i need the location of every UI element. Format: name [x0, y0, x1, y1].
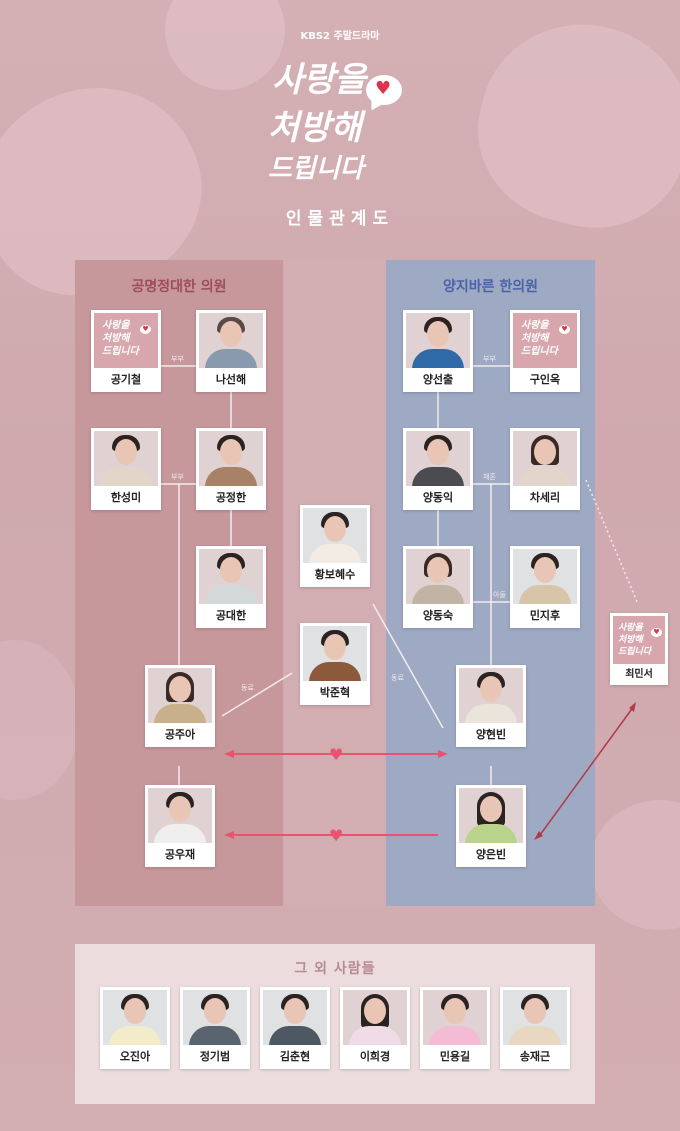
character-card-gong-daehan[interactable]: 공대한 — [196, 546, 266, 628]
character-photo — [148, 788, 212, 843]
network-label: KBS2 주말드라마 — [300, 31, 380, 42]
heart-icon-mutual: ♥ — [329, 745, 344, 764]
group-title-left: 공명정대한 의원 — [131, 279, 227, 295]
title-line-2: 처방해 — [268, 108, 362, 148]
relation-label-spouse-2: 부부 — [171, 473, 184, 481]
character-photo — [199, 549, 263, 604]
character-photo — [103, 990, 167, 1045]
character-photo — [199, 431, 263, 486]
title-line-3: 드립니다 — [268, 154, 364, 184]
character-card-min-jihu[interactable]: 민지후 — [510, 546, 580, 628]
character-photo — [503, 990, 567, 1045]
character-photo — [423, 990, 487, 1045]
relation-label-colleague-2: 동료 — [391, 674, 404, 682]
character-photo — [343, 990, 407, 1045]
character-name: 민지후 — [529, 609, 561, 622]
character-name: 나선해 — [215, 373, 247, 386]
character-card-han-seongmi[interactable]: 한성미 — [91, 428, 161, 510]
others-card[interactable]: 이희경 — [340, 987, 410, 1069]
character-photo — [406, 313, 470, 368]
character-photo — [263, 990, 327, 1045]
character-name: 오진아 — [119, 1050, 151, 1063]
character-card-park-junhyeok[interactable]: 박준혁 — [300, 623, 370, 705]
character-name: 민용길 — [439, 1050, 471, 1063]
character-photo — [303, 626, 367, 681]
others-card[interactable]: 오진아 — [100, 987, 170, 1069]
character-name: 박준혁 — [319, 686, 351, 699]
character-photo — [199, 313, 263, 368]
character-card-gong-woojae[interactable]: 공우재 — [145, 785, 215, 867]
character-name: 공주아 — [164, 728, 196, 741]
character-name: 공우재 — [164, 848, 196, 861]
relation-label-spouse-1: 부부 — [171, 355, 184, 363]
character-card-cha-seri[interactable]: 차세리 — [510, 428, 580, 510]
relation-label-son: 아들 — [493, 591, 506, 599]
others-card[interactable]: 정기범 — [180, 987, 250, 1069]
character-photo — [303, 508, 367, 563]
others-card[interactable]: 송재근 — [500, 987, 570, 1069]
heart-icon: ♥ — [559, 325, 570, 334]
character-card-yang-hyeonbin[interactable]: 양현빈 — [456, 665, 526, 747]
character-photo — [148, 668, 212, 723]
character-name: 공대한 — [215, 609, 247, 622]
character-name: 정기범 — [199, 1050, 231, 1063]
character-photo — [94, 431, 158, 486]
character-name: 구인옥 — [529, 373, 561, 386]
heart-icon: ♥ — [140, 325, 151, 334]
character-photo — [406, 549, 470, 604]
character-name: 공기철 — [110, 373, 142, 386]
page-subtitle: 인물관계도 — [285, 209, 395, 229]
character-photo — [406, 431, 470, 486]
others-card[interactable]: 김춘현 — [260, 987, 330, 1069]
character-name: 양동숙 — [422, 609, 454, 622]
character-card-hwangbo-hyesu[interactable]: 황보혜수 — [300, 505, 370, 587]
heart-icon: ♥ — [651, 628, 662, 637]
character-name: 송재근 — [519, 1050, 551, 1063]
title-line-1: 사랑을 — [272, 60, 366, 100]
relation-label-colleague-1: 동료 — [241, 684, 254, 692]
character-card-yang-dongik[interactable]: 양동익 — [403, 428, 473, 510]
character-photo — [183, 990, 247, 1045]
character-card-yang-dongsuk[interactable]: 양동숙 — [403, 546, 473, 628]
character-name: 양은빈 — [475, 848, 507, 861]
character-card-yang-eunbin[interactable]: 양은빈 — [456, 785, 526, 867]
relation-label-spouse-3: 부부 — [483, 355, 496, 363]
character-name: 양선출 — [422, 373, 454, 386]
group-title-right: 양지바른 한의원 — [442, 279, 539, 295]
character-name: 황보혜수 — [314, 568, 356, 581]
character-name: 양동익 — [422, 491, 454, 504]
heart-icon-one-way: ♥ — [329, 826, 344, 845]
character-name: 차세리 — [529, 491, 561, 504]
relation-label-remarried: 재혼 — [483, 473, 496, 481]
character-card-gong-jua[interactable]: 공주아 — [145, 665, 215, 747]
character-card-na-seonhae[interactable]: 나선해 — [196, 310, 266, 392]
character-card-yang-seonchul[interactable]: 양선출 — [403, 310, 473, 392]
character-name: 공정한 — [215, 491, 247, 504]
others-card[interactable]: 민용길 — [420, 987, 490, 1069]
character-name: 최민서 — [625, 669, 653, 680]
character-card-gong-jeonghan[interactable]: 공정한 — [196, 428, 266, 510]
character-name: 양현빈 — [475, 728, 507, 741]
speech-bubble-heart-icon: ♥ — [366, 75, 402, 105]
character-photo — [459, 788, 523, 843]
character-photo — [459, 668, 523, 723]
character-photo — [513, 431, 577, 486]
character-name: 이희경 — [359, 1050, 391, 1063]
others-title: 그 외 사람들 — [294, 961, 376, 977]
character-name: 한성미 — [110, 491, 142, 504]
character-name: 김춘현 — [279, 1050, 311, 1063]
character-photo — [513, 549, 577, 604]
header: KBS2 주말드라마 사랑을 처방해 드립니다 ♥ 인물관계도 — [0, 0, 680, 240]
